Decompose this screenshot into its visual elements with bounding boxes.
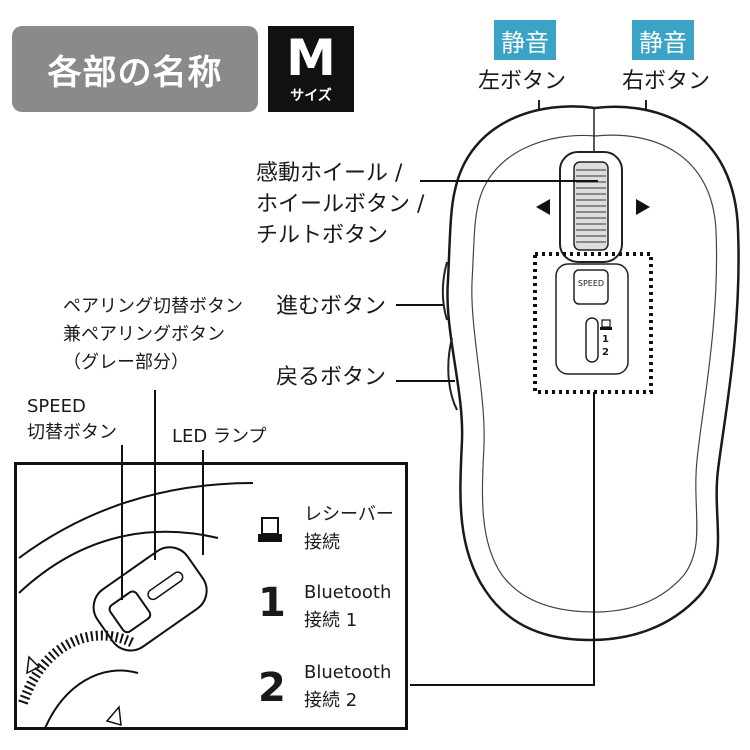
wheel-label-1: 感動ホイール / xyxy=(256,161,403,186)
legend-receiver-line1: レシーバー xyxy=(304,504,394,525)
pairing-area-highlight xyxy=(533,252,653,394)
tilt-right-arrow-icon xyxy=(636,199,650,215)
forward-button-label: 進むボタン xyxy=(276,294,387,319)
legend-num-1: 1 xyxy=(258,580,286,626)
title-box: 各部の名称 xyxy=(12,26,258,112)
wheel-label-2: ホイールボタン / xyxy=(256,192,425,217)
size-sub-label: サイズ xyxy=(290,88,332,104)
led-lamp-label: LED ランプ xyxy=(172,426,267,447)
pairing-label-3: （グレー部分） xyxy=(63,352,189,373)
speed-label-1: SPEED xyxy=(27,396,86,417)
left-mute-badge: 静音 xyxy=(494,20,556,60)
detail-inset xyxy=(14,462,408,730)
mouse-num-1: 1 xyxy=(602,334,609,345)
wheel-label-3: チルトボタン xyxy=(256,223,389,248)
legend-receiver-icon xyxy=(257,516,283,550)
page-title: 各部の名称 xyxy=(47,52,223,93)
back-button-shape xyxy=(447,337,458,411)
mouse-num-2: 2 xyxy=(602,347,609,358)
pairing-label-1: ペアリング切替ボタン xyxy=(63,296,243,317)
led-slot xyxy=(585,317,599,363)
forward-button-shape xyxy=(441,261,448,321)
size-letter: M xyxy=(286,29,336,87)
legend-bt2-line1: Bluetooth xyxy=(304,662,392,683)
speed-key-shape xyxy=(573,269,609,305)
speed-key-label: SPEED xyxy=(577,279,605,288)
legend-bt2-line2: 接続 2 xyxy=(304,690,358,711)
left-button-label: 左ボタン xyxy=(478,69,567,94)
legend-receiver-line2: 接続 xyxy=(304,532,340,553)
tilt-left-arrow-icon xyxy=(536,199,550,215)
back-button-label: 戻るボタン xyxy=(276,365,387,390)
right-button-label: 右ボタン xyxy=(622,69,711,94)
legend-num-2: 2 xyxy=(258,665,286,711)
speed-label-2: 切替ボタン xyxy=(27,422,117,443)
pairing-label-2: 兼ペアリングボタン xyxy=(63,324,225,345)
mouse-inner-outline xyxy=(471,134,718,613)
right-mute-badge: 静音 xyxy=(632,20,694,60)
size-badge: M サイズ xyxy=(268,26,354,112)
legend-bt1-line2: 接続 1 xyxy=(304,610,358,631)
legend-bt1-line1: Bluetooth xyxy=(304,582,392,603)
inset-connector-line xyxy=(410,392,595,686)
